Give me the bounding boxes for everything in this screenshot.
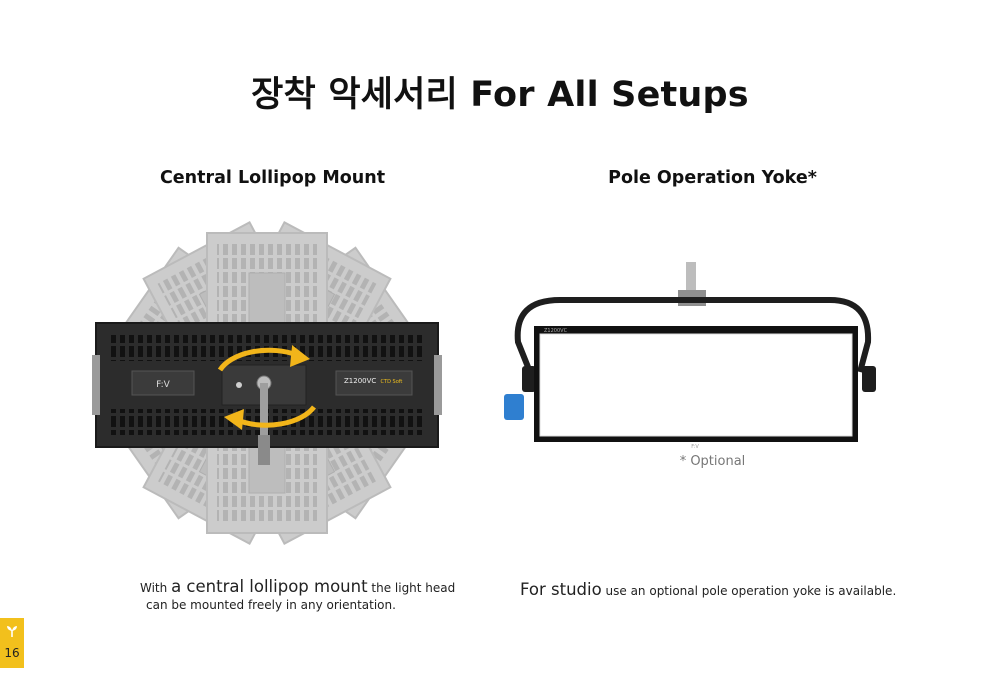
caption-right: For studio use an optional pole operatio… [520, 580, 897, 599]
rotation-arrows [217, 345, 317, 430]
panel-brand-logo: F:V [156, 380, 171, 390]
heading-central-lollipop-mount: Central Lollipop Mount [159, 168, 386, 188]
panel-model-label: Z1200VC CTD Soft [344, 377, 402, 385]
main-panel: F:V Z1200VC CTD Soft [92, 322, 442, 465]
panel-footer-logo: F:V [691, 444, 699, 450]
heading-pole-operation-yoke: Pole Operation Yoke* [608, 168, 817, 188]
caption-left: With a central lollipop mount the light … [140, 577, 456, 612]
sprout-icon [7, 626, 17, 637]
page-number-badge: 16 [0, 618, 24, 668]
page-number: 16 [4, 646, 20, 660]
page-title: 장착 악세서리 For All Setups [251, 75, 749, 115]
pole-yoke-illustration: Z1200VC F:V [504, 262, 876, 450]
yoke-pole [686, 262, 696, 290]
panel-top-label: Z1200VC [544, 328, 568, 334]
optional-note: * Optional [679, 454, 746, 469]
blue-knob-icon [504, 394, 524, 420]
lollipop-mount-illustration: F:V Z1200VC CTD Soft [92, 221, 442, 545]
yoke-arm [514, 297, 872, 374]
